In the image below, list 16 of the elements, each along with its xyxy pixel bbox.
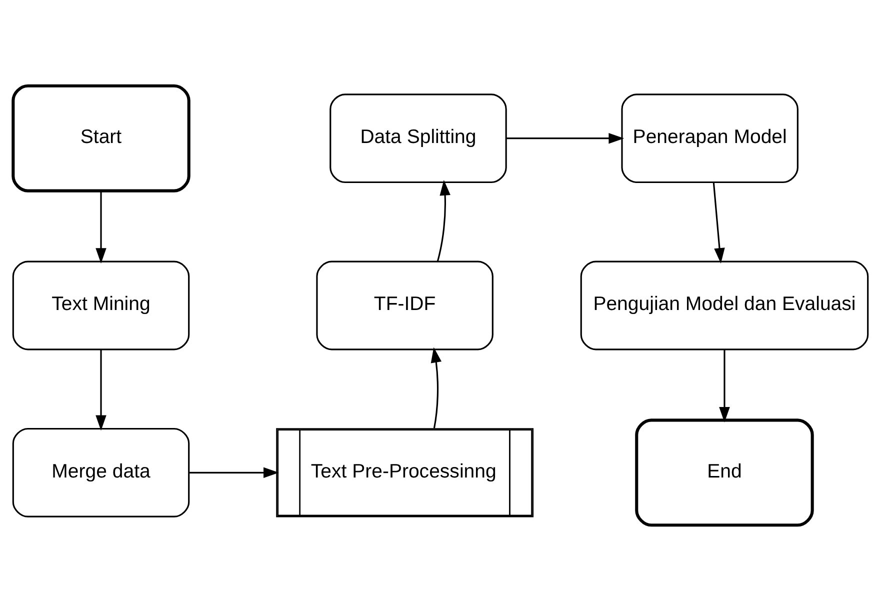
arrow: [719, 350, 730, 422]
arrow: [96, 191, 106, 264]
node-box: Text Mining: [12, 260, 190, 350]
arrow: [430, 347, 442, 428]
node-box: Start: [12, 84, 190, 192]
arrow: [712, 182, 725, 264]
node-box: TF-IDF: [316, 260, 494, 350]
node-box: Data Splitting: [330, 94, 507, 184]
node-box: Penerapan Model: [621, 94, 798, 184]
node-box: Pengujian Model dan Evaluasi: [580, 260, 869, 350]
node-box: End: [635, 418, 814, 527]
node-box: Merge data: [12, 428, 190, 518]
arrow: [189, 467, 279, 478]
arrow: [96, 350, 106, 431]
arrow: [506, 132, 624, 144]
arrow: [436, 180, 450, 262]
